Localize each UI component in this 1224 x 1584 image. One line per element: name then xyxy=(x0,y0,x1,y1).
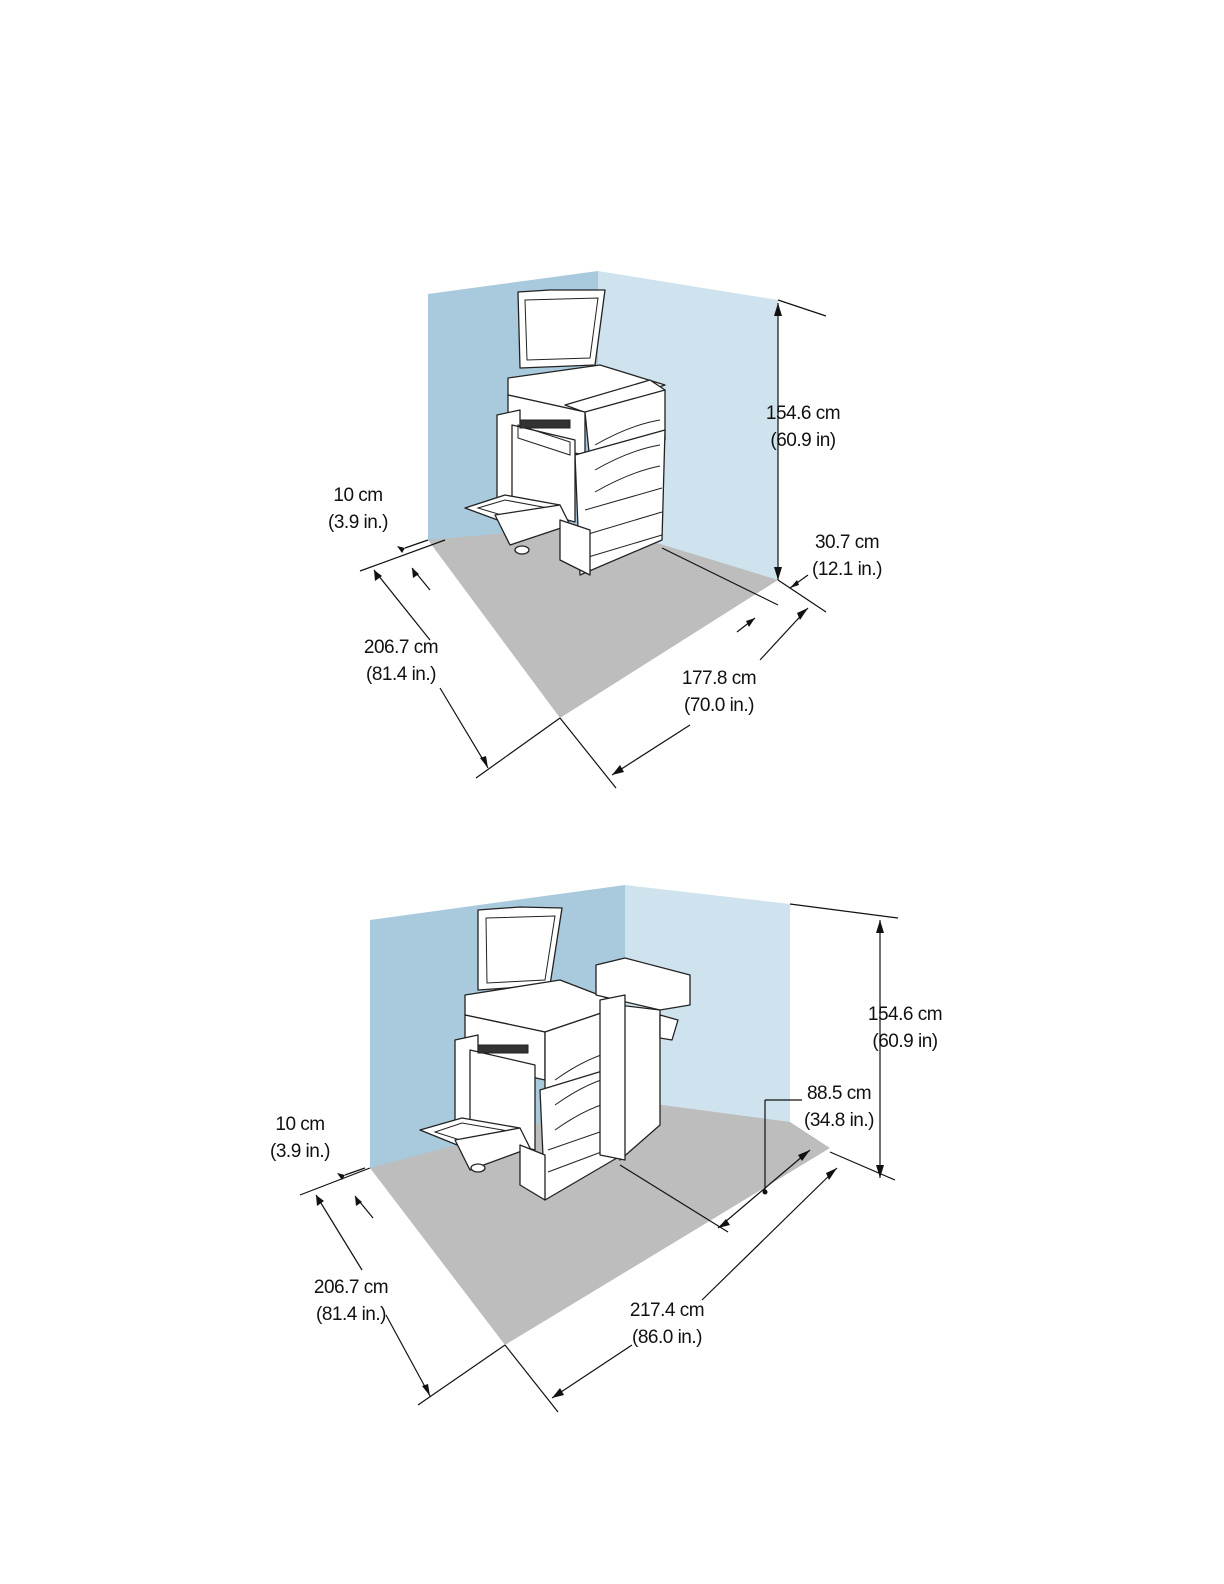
clearance-diagram-base: 154.6 cm (60.9 in) 10 cm (3.9 in.) 30.7 … xyxy=(0,0,1224,800)
rear-clearance-metric: 10 cm xyxy=(318,482,398,509)
width-metric: 177.8 cm xyxy=(674,665,764,692)
width-label: 177.8 cm (70.0 in.) xyxy=(674,665,764,719)
height-label: 154.6 cm (60.9 in) xyxy=(758,400,848,454)
depth-metric: 206.7 cm xyxy=(356,634,446,661)
depth-imperial: (81.4 in.) xyxy=(356,661,446,688)
room-illustration xyxy=(0,0,1224,800)
rear-clearance-label: 10 cm (3.9 in.) xyxy=(318,482,398,536)
width-imperial: (86.0 in.) xyxy=(622,1324,712,1351)
side-gap-imperial: (12.1 in.) xyxy=(804,556,890,583)
height-imperial: (60.9 in) xyxy=(758,427,848,454)
rear-clearance-metric: 10 cm xyxy=(260,1111,340,1138)
width-imperial: (70.0 in.) xyxy=(674,692,764,719)
room-illustration xyxy=(0,800,1224,1584)
side-gap-label: 30.7 cm (12.1 in.) xyxy=(804,529,890,583)
rear-clearance-label: 10 cm (3.9 in.) xyxy=(260,1111,340,1165)
finisher-width-label: 88.5 cm (34.8 in.) xyxy=(794,1080,884,1134)
height-imperial: (60.9 in) xyxy=(858,1028,952,1055)
height-metric: 154.6 cm xyxy=(858,1001,952,1028)
width-metric: 217.4 cm xyxy=(622,1297,712,1324)
clearance-diagram-with-finisher: 154.6 cm (60.9 in) 88.5 cm (34.8 in.) 10… xyxy=(0,800,1224,1584)
depth-imperial: (81.4 in.) xyxy=(306,1301,396,1328)
depth-metric: 206.7 cm xyxy=(306,1274,396,1301)
depth-label: 206.7 cm (81.4 in.) xyxy=(356,634,446,688)
finisher-width-metric: 88.5 cm xyxy=(794,1080,884,1107)
height-label: 154.6 cm (60.9 in) xyxy=(858,1001,952,1055)
rear-clearance-imperial: (3.9 in.) xyxy=(318,509,398,536)
rear-clearance-imperial: (3.9 in.) xyxy=(260,1138,340,1165)
height-metric: 154.6 cm xyxy=(758,400,848,427)
finisher-width-imperial: (34.8 in.) xyxy=(794,1107,884,1134)
depth-label: 206.7 cm (81.4 in.) xyxy=(306,1274,396,1328)
width-label: 217.4 cm (86.0 in.) xyxy=(622,1297,712,1351)
side-gap-metric: 30.7 cm xyxy=(804,529,890,556)
